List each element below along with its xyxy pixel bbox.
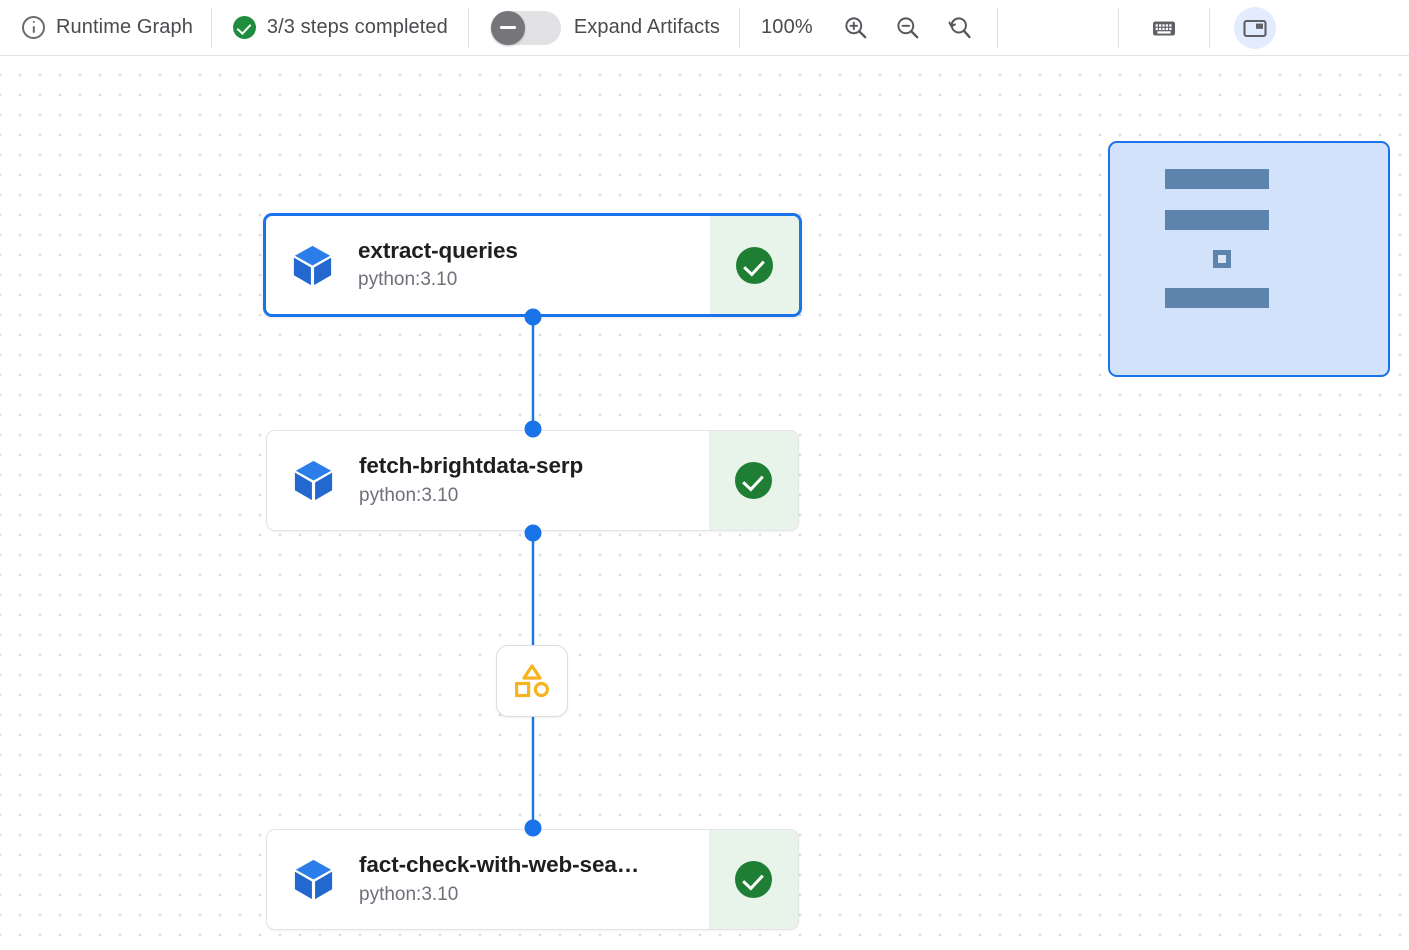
toolbar-spacer [998, 0, 1118, 56]
node-handle-source-fetch-brightdata-serp[interactable] [524, 524, 542, 542]
check-circle-icon [736, 246, 773, 284]
toolbar: Runtime Graph 3/3 steps completed Expand… [0, 0, 1409, 56]
steps-status-label: 3/3 steps completed [266, 16, 448, 38]
minimap-node-fact-check-with-web-search [1165, 288, 1269, 308]
toolbar-divider [467, 7, 469, 48]
steps-status-group: 3/3 steps completed [212, 0, 468, 56]
minimap-panel-icon [1243, 19, 1267, 37]
node-icon-wrapper [266, 216, 358, 314]
zoom-in-button[interactable] [835, 7, 877, 49]
minimap-artifact-inner [1218, 255, 1226, 263]
minimap-node-extract-queries [1165, 169, 1269, 189]
graph-node-fetch-brightdata-serp[interactable]: fetch-brightdata-serp python:3.10 [266, 430, 799, 531]
toolbar-divider [996, 7, 998, 48]
graph-node-extract-queries[interactable]: extract-queries python:3.10 [263, 213, 802, 317]
node-text-block: fetch-brightdata-serp python:3.10 [359, 431, 709, 530]
toolbar-divider [1208, 7, 1210, 48]
check-circle-icon [735, 462, 772, 499]
keyboard-shortcuts-button[interactable] [1143, 7, 1185, 49]
node-status-cell [710, 216, 799, 314]
cube-icon [293, 245, 331, 285]
minimap-artifact-node [1213, 250, 1231, 268]
switch-knob [490, 10, 525, 45]
node-title: extract-queries [358, 237, 518, 263]
toolbar-divider [210, 7, 212, 48]
node-status-cell [709, 830, 798, 929]
graph-node-fact-check-with-web-search[interactable]: fact-check-with-web-sea… python:3.10 [266, 829, 799, 930]
node-title: fetch-brightdata-serp [359, 453, 584, 479]
node-status-cell [709, 431, 798, 530]
graph-artifact-node[interactable] [496, 645, 568, 717]
zoom-in-icon [845, 17, 867, 39]
minimap-toggle-group [1210, 0, 1292, 56]
zoom-out-button[interactable] [887, 7, 929, 49]
minimap-node-fetch-brightdata-serp [1165, 210, 1269, 230]
graph-canvas[interactable]: extract-queries python:3.10 fetch-bright… [0, 56, 1409, 950]
check-circle-icon [735, 861, 772, 898]
check-circle-icon [232, 16, 256, 39]
node-subtitle: python:3.10 [359, 883, 459, 905]
expand-artifacts-switch[interactable] [490, 10, 561, 45]
node-handle-source-extract-queries[interactable] [524, 308, 542, 326]
node-subtitle: python:3.10 [358, 269, 458, 291]
runtime-graph-title-group: Runtime Graph [0, 0, 211, 56]
page-title: Runtime Graph [56, 16, 193, 38]
shapes-artifact-icon [514, 664, 549, 698]
keyboard-shortcuts-group [1119, 0, 1209, 56]
zoom-out-icon [897, 17, 919, 39]
node-icon-wrapper [267, 431, 359, 530]
minimap-panel[interactable] [1108, 141, 1390, 377]
cube-icon [294, 859, 332, 900]
node-icon-wrapper [267, 830, 359, 929]
expand-artifacts-toggle[interactable]: Expand Artifacts [469, 0, 739, 56]
zoom-controls-group: 100% [740, 0, 997, 56]
toolbar-divider [1117, 7, 1119, 48]
expand-artifacts-label: Expand Artifacts [573, 16, 720, 38]
node-handle-target-fetch-brightdata-serp[interactable] [524, 420, 542, 438]
node-handle-target-fact-check-with-web-search[interactable] [524, 819, 542, 837]
info-icon [22, 16, 45, 39]
zoom-reset-icon [948, 17, 971, 39]
minimap-toggle-button[interactable] [1233, 6, 1276, 49]
zoom-reset-button[interactable] [939, 7, 981, 49]
toolbar-divider [738, 7, 740, 48]
cube-icon [294, 460, 332, 501]
node-title: fact-check-with-web-sea… [359, 852, 640, 878]
node-text-block: fact-check-with-web-sea… python:3.10 [359, 830, 709, 929]
keyboard-icon [1152, 21, 1175, 35]
zoom-level-label: 100% [760, 16, 813, 38]
node-subtitle: python:3.10 [359, 484, 459, 506]
node-text-block: extract-queries python:3.10 [358, 216, 710, 314]
